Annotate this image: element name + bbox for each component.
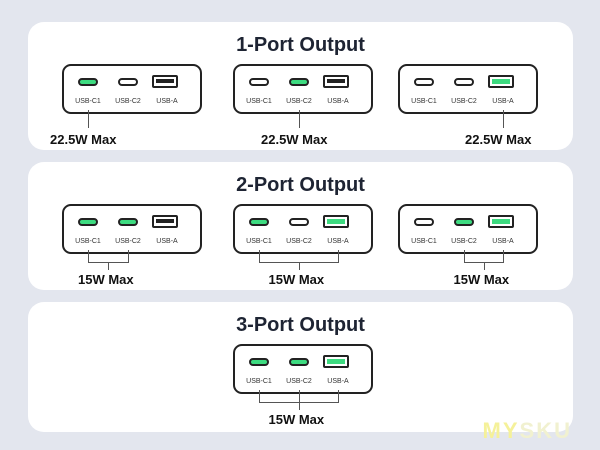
port-label: USB-C2 (115, 238, 141, 245)
usb-c-port-icon (414, 78, 434, 86)
connector-line (298, 262, 300, 270)
port-label: USB-C1 (411, 98, 437, 105)
connector-line (483, 262, 485, 270)
power-bank-device: USB-C1 USB-C2 USB-A (233, 344, 373, 394)
usb-c-port-icon (454, 78, 474, 86)
usb-a-port-icon (323, 355, 349, 368)
section-title: 1-Port Output (236, 34, 365, 56)
section-title: 2-Port Output (236, 174, 365, 196)
port-label: USB-C2 (286, 98, 312, 105)
port-label: USB-C2 (451, 98, 477, 105)
connector-line (299, 390, 300, 402)
connector-line (128, 250, 129, 262)
connector-line (88, 250, 89, 262)
connector-line (299, 110, 300, 128)
usb-c-port-icon (289, 358, 309, 366)
port-label: USB-C1 (246, 378, 272, 385)
power-bank-device: USB-C1 USB-C2 USB-A (62, 204, 202, 254)
connector-line (259, 250, 260, 262)
port-label: USB-C1 (75, 98, 101, 105)
port-label: USB-C1 (246, 98, 272, 105)
usb-c-port-icon (118, 218, 138, 226)
usb-a-port-icon (152, 75, 178, 88)
connector-line (464, 250, 465, 262)
usb-a-port-icon (488, 75, 514, 88)
usb-a-port-icon (323, 215, 349, 228)
port-label: USB-A (156, 238, 178, 245)
port-label: USB-A (492, 98, 514, 105)
port-label: USB-C2 (286, 238, 312, 245)
usb-c-port-icon (249, 78, 269, 86)
connector-line (88, 110, 89, 128)
port-label: USB-A (327, 98, 349, 105)
connector-line (338, 250, 339, 262)
connector-line (503, 110, 504, 128)
port-label: USB-A (327, 238, 349, 245)
max-power-label: 15W Max (453, 272, 510, 287)
max-power-label: 15W Max (78, 272, 134, 287)
port-label: USB-A (156, 98, 178, 105)
usb-c-port-icon (454, 218, 474, 226)
max-power-label: 15W Max (268, 412, 325, 427)
usb-c-port-icon (78, 218, 98, 226)
usb-c-port-icon (78, 78, 98, 86)
port-label: USB-A (327, 378, 349, 385)
max-power-label: 22.5W Max (50, 132, 117, 147)
usb-c-port-icon (249, 218, 269, 226)
watermark: MYSKU (482, 418, 572, 443)
power-bank-device: USB-C1 USB-C2 USB-A (62, 64, 202, 114)
port-label: USB-C2 (451, 238, 477, 245)
connector-line (108, 262, 109, 270)
connector-line (259, 390, 260, 402)
port-label: USB-C2 (286, 378, 312, 385)
port-label: USB-C1 (75, 238, 101, 245)
usb-a-port-icon (152, 215, 178, 228)
power-bank-device: USB-C1 USB-C2 USB-A (233, 204, 373, 254)
power-bank-device: USB-C1 USB-C2 USB-A (398, 64, 538, 114)
usb-c-port-icon (289, 78, 309, 86)
connector-line (298, 402, 300, 410)
port-label: USB-A (492, 238, 514, 245)
max-power-label: 22.5W Max (465, 132, 532, 147)
port-label: USB-C2 (115, 98, 141, 105)
usb-c-port-icon (289, 218, 309, 226)
connector-line (338, 390, 339, 402)
power-bank-device: USB-C1 USB-C2 USB-A (233, 64, 373, 114)
port-label: USB-C1 (411, 238, 437, 245)
port-label: USB-C1 (246, 238, 272, 245)
usb-c-port-icon (249, 358, 269, 366)
usb-a-port-icon (323, 75, 349, 88)
max-power-label: 15W Max (268, 272, 325, 287)
connector-line (503, 250, 504, 262)
section-title: 3-Port Output (236, 314, 365, 336)
usb-c-port-icon (118, 78, 138, 86)
usb-a-port-icon (488, 215, 514, 228)
max-power-label: 22.5W Max (261, 132, 328, 147)
usb-c-port-icon (414, 218, 434, 226)
power-bank-device: USB-C1 USB-C2 USB-A (398, 204, 538, 254)
